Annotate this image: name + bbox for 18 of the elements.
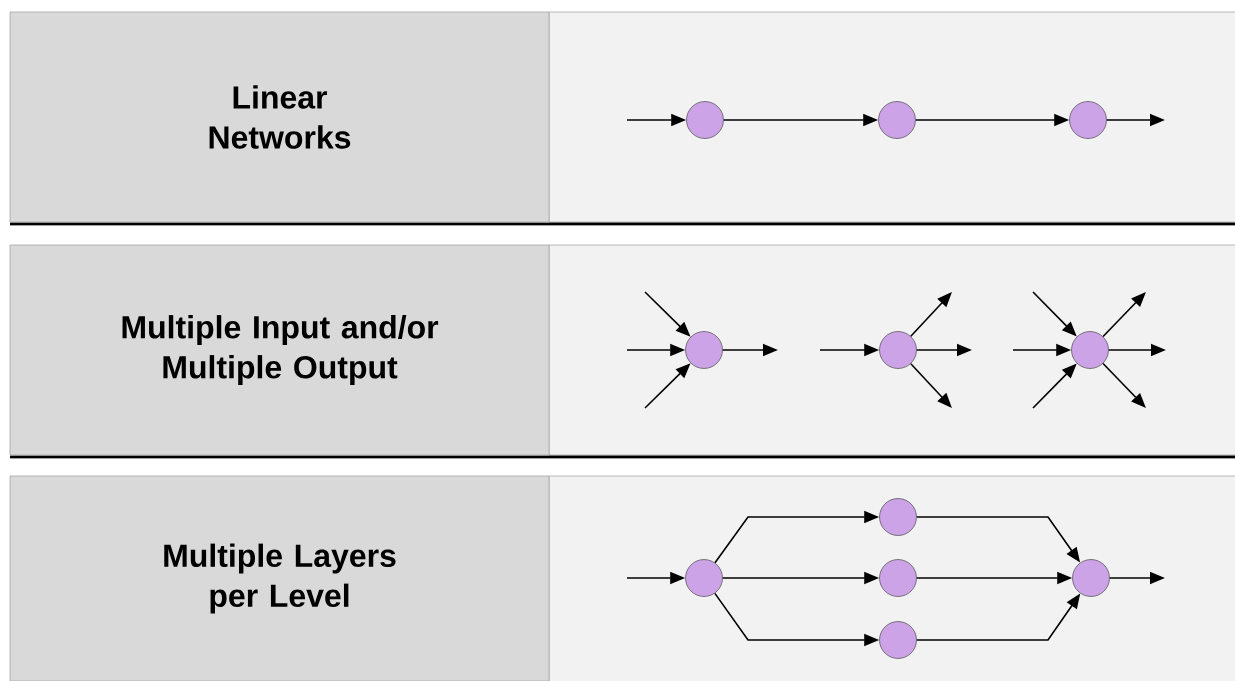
node-circle xyxy=(1069,101,1107,139)
node-circle xyxy=(878,101,916,139)
node-circle xyxy=(685,331,723,369)
node-circle xyxy=(685,559,723,597)
node-circle xyxy=(879,621,917,659)
node-circle xyxy=(879,559,917,597)
arrow xyxy=(910,362,952,408)
node-circle xyxy=(1072,559,1110,597)
arrow xyxy=(1102,362,1146,408)
label-box: Linear Networks xyxy=(9,11,550,223)
node-circle xyxy=(686,101,724,139)
node-circle xyxy=(879,331,917,369)
arrow xyxy=(910,292,952,338)
label-box: Multiple Layers per Level xyxy=(9,475,550,681)
node-circle xyxy=(879,498,917,536)
label-box: Multiple Input and/or Multiple Output xyxy=(9,244,550,456)
arrow xyxy=(1102,292,1146,338)
node-circle xyxy=(1071,331,1109,369)
